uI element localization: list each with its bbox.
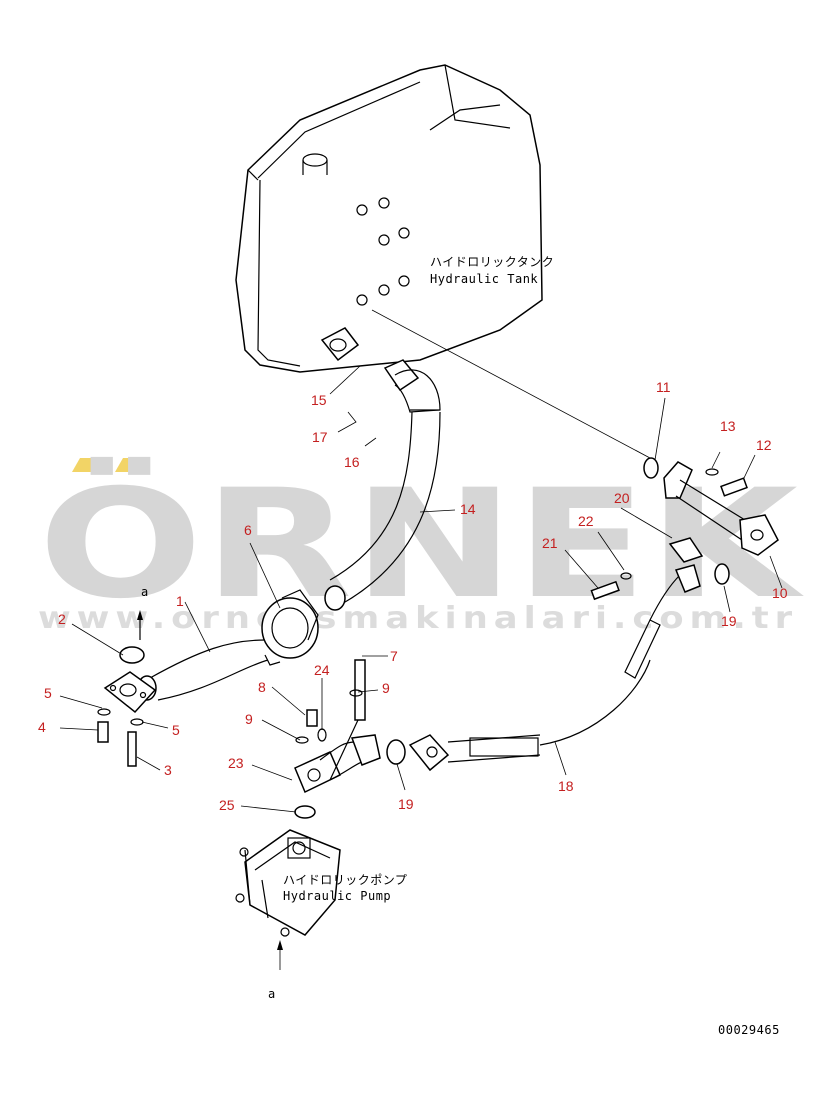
part-number-4: 4 [38, 719, 46, 735]
part-number-20: 20 [614, 490, 630, 506]
tank-label-jp: ハイドロリックタンク [430, 255, 554, 269]
hose-1 [137, 639, 269, 701]
part-number-19-center: 19 [398, 796, 414, 812]
suction-hose [324, 359, 441, 611]
hose-clamp [261, 589, 319, 666]
pump-elbow [294, 659, 381, 819]
part-number-19-right: 19 [721, 613, 737, 629]
right-flange-assembly [590, 457, 779, 601]
elbow-flange-left: a [97, 585, 157, 767]
part-number-7: 7 [390, 648, 398, 664]
part-number-2: 2 [58, 611, 66, 627]
pressure-hose [386, 564, 701, 772]
watermark-accent-left [72, 458, 104, 472]
part-number-24: 24 [314, 662, 330, 678]
hydraulic-tank: ハイドロリックタンク Hydraulic Tank [235, 64, 651, 459]
part-number-23: 23 [228, 755, 244, 771]
part-number-8: 8 [258, 679, 266, 695]
part-number-17: 17 [312, 429, 328, 445]
watermark-accent-right [115, 458, 147, 472]
part-number-5-left: 5 [44, 685, 52, 701]
hydraulic-pump: ハイドロリックポンプ Hydraulic Pump a [235, 829, 407, 1001]
part-number-13: 13 [720, 418, 736, 434]
part-number-3: 3 [164, 762, 172, 778]
view-a-top: a [141, 585, 149, 599]
pump-label-en: Hydraulic Pump [283, 889, 391, 903]
part-number-21: 21 [542, 535, 558, 551]
tank-port-pattern [356, 197, 410, 306]
drawing-id: 00029465 [718, 1023, 780, 1037]
view-a-bottom: a [268, 987, 276, 1001]
pump-label-jp: ハイドロリックポンプ [283, 873, 407, 887]
part-number-16: 16 [344, 454, 360, 470]
part-numbers: 1 2 3 4 5 5 6 7 8 9 9 10 11 12 13 14 15 … [38, 379, 788, 813]
leader-lines [59, 365, 783, 813]
part-number-9-left: 9 [245, 711, 253, 727]
part-number-18: 18 [558, 778, 574, 794]
tank-label-en: Hydraulic Tank [430, 272, 538, 286]
part-number-1: 1 [176, 593, 184, 609]
part-number-5-right: 5 [172, 722, 180, 738]
part-number-15: 15 [311, 392, 327, 408]
part-number-25: 25 [219, 797, 235, 813]
part-number-9-right: 9 [382, 680, 390, 696]
part-number-10: 10 [772, 585, 788, 601]
part-number-6: 6 [244, 522, 252, 538]
part-number-12: 12 [756, 437, 772, 453]
part-number-14: 14 [460, 501, 476, 517]
watermark-url: www.orneksmakinalari.com.tr [38, 601, 798, 636]
part-number-11: 11 [656, 379, 671, 395]
part-number-22: 22 [578, 513, 594, 529]
